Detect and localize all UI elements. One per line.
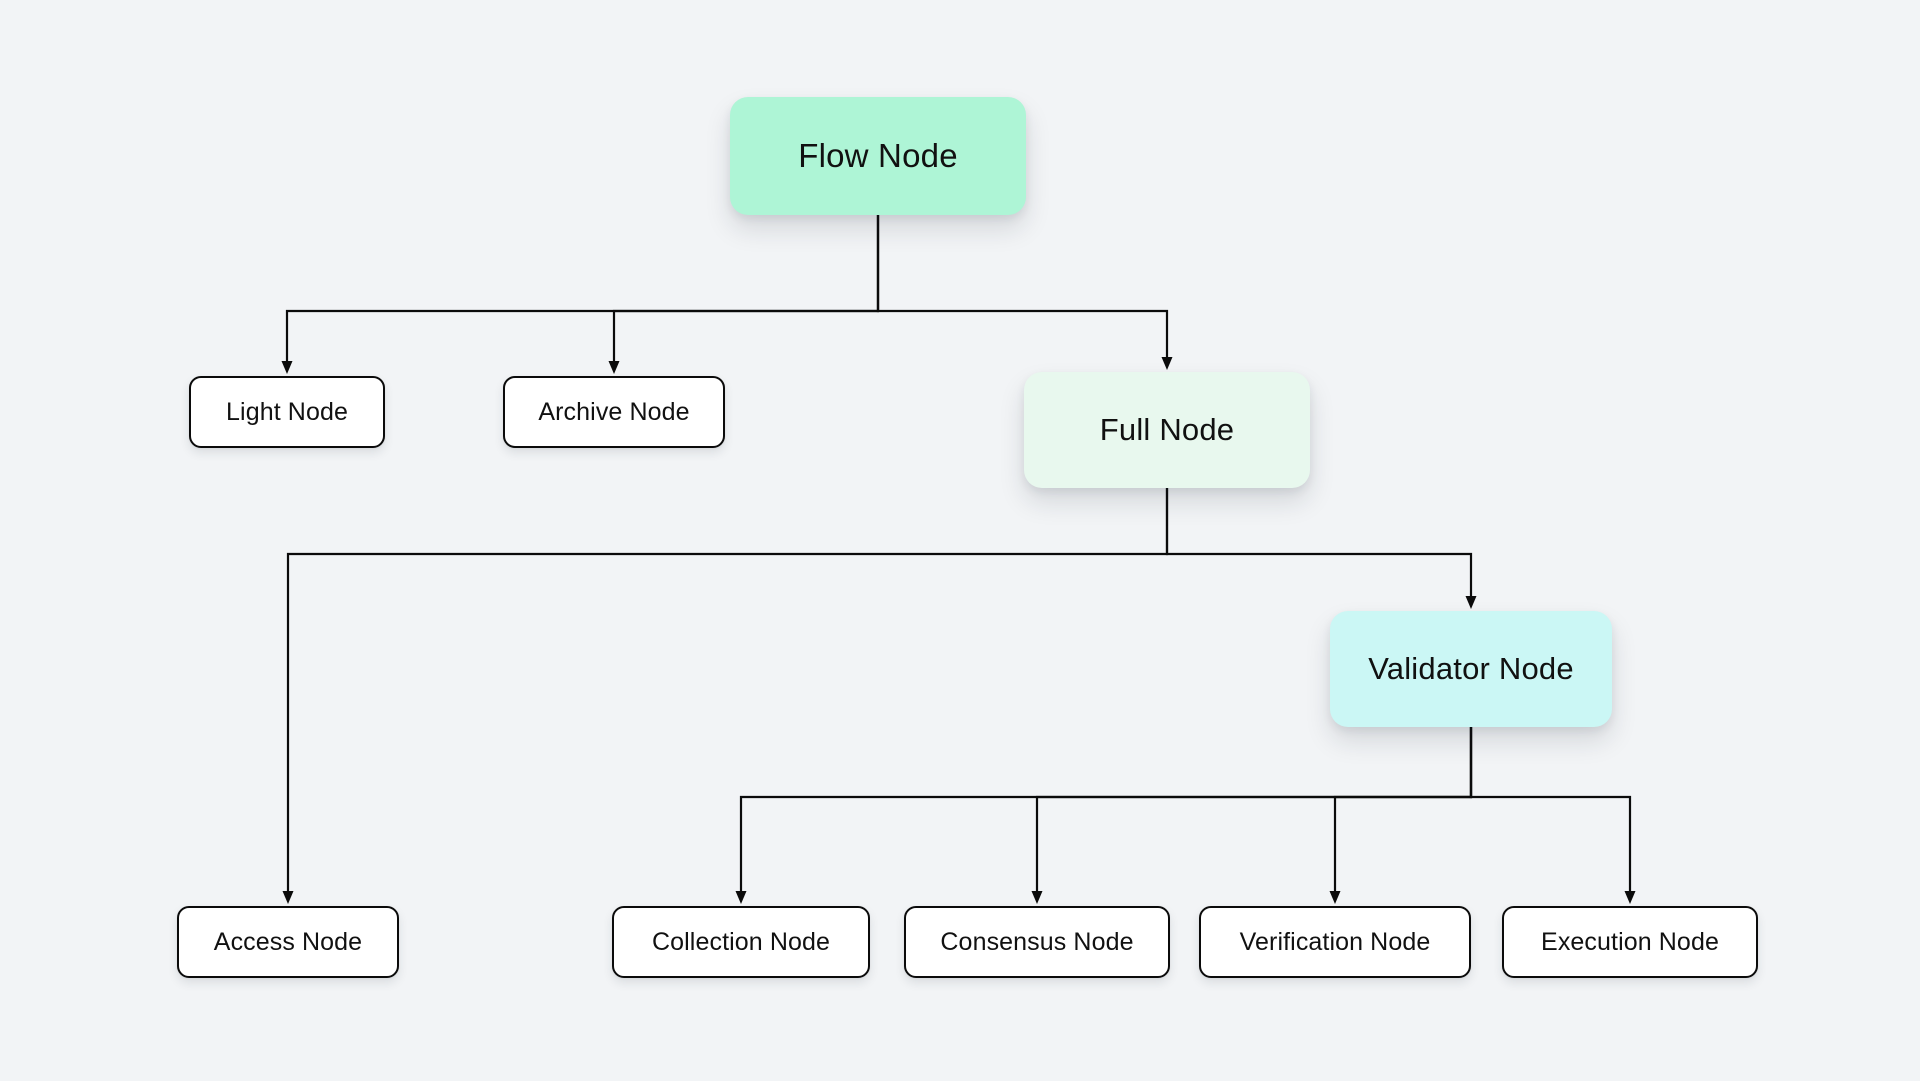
edge-flow-to-full — [876, 215, 1173, 370]
node-label: Full Node — [1099, 412, 1235, 448]
edge-validator-to-verification — [1329, 727, 1473, 904]
edge-validator-to-collection — [735, 727, 1473, 904]
node-validator-node[interactable]: Validator Node — [1330, 611, 1612, 727]
node-label: Flow Node — [798, 137, 958, 175]
node-flow-node[interactable]: Flow Node — [730, 97, 1026, 215]
node-label: Consensus Node — [940, 927, 1134, 956]
node-label: Execution Node — [1541, 927, 1719, 956]
node-consensus-node[interactable]: Consensus Node — [904, 906, 1170, 978]
edge-full-to-access — [282, 488, 1169, 904]
node-label: Access Node — [213, 927, 363, 956]
node-execution-node[interactable]: Execution Node — [1502, 906, 1758, 978]
node-access-node[interactable]: Access Node — [177, 906, 399, 978]
node-collection-node[interactable]: Collection Node — [612, 906, 870, 978]
edge-validator-to-consensus — [1031, 727, 1473, 904]
node-label: Collection Node — [652, 927, 830, 956]
edge-full-to-validator — [1165, 488, 1477, 609]
node-full-node[interactable]: Full Node — [1024, 372, 1310, 488]
node-label: Archive Node — [538, 397, 690, 426]
edge-flow-to-light — [281, 215, 880, 374]
node-label: Light Node — [226, 397, 348, 426]
node-label: Verification Node — [1239, 927, 1431, 956]
edge-validator-to-execution — [1469, 727, 1636, 904]
node-light-node[interactable]: Light Node — [189, 376, 385, 448]
node-archive-node[interactable]: Archive Node — [503, 376, 725, 448]
edge-flow-to-archive — [608, 215, 880, 374]
node-label: Validator Node — [1368, 651, 1574, 687]
node-verification-node[interactable]: Verification Node — [1199, 906, 1471, 978]
